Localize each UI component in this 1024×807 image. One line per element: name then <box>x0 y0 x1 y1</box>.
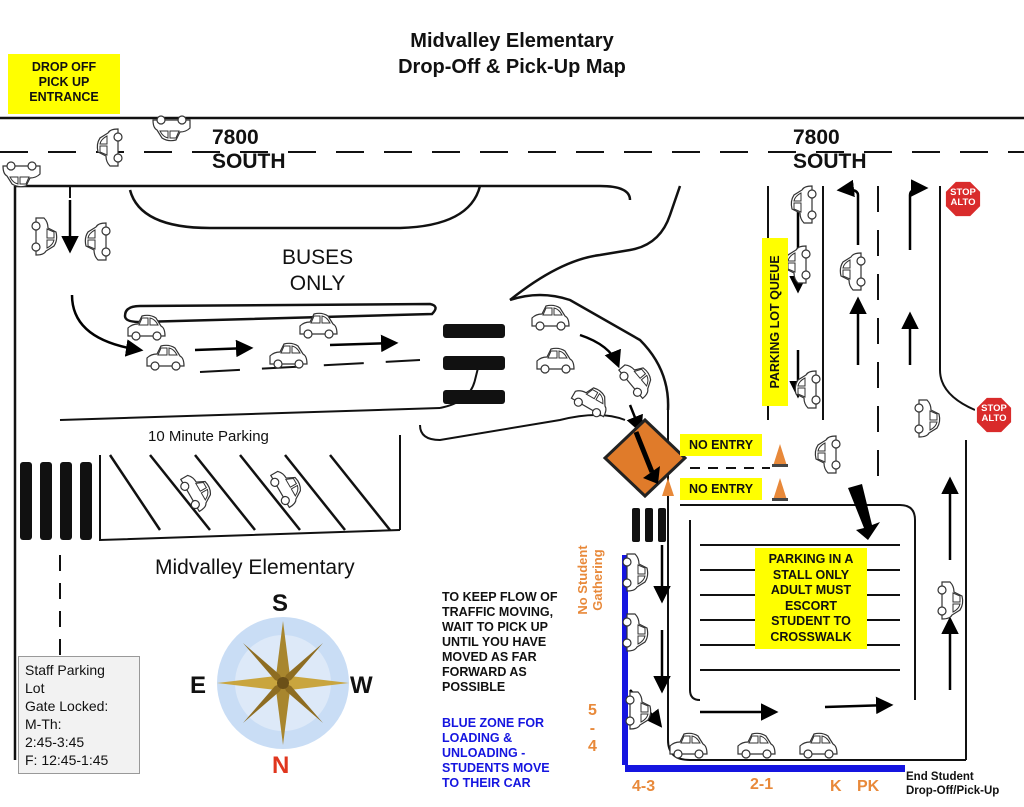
grade-zone-2-1: 2-1 <box>750 776 774 793</box>
staff-parking-box: Staff Parking Lot Gate Locked: M-Th: 2:4… <box>18 656 140 774</box>
parking-lot-queue-text: PARKING LOT QUEUE <box>768 255 782 389</box>
compass-rose-icon <box>217 617 349 749</box>
street-number: 7800 <box>212 126 259 149</box>
no-entry-label-2: NO ENTRY <box>680 478 762 500</box>
flow-note-line: MOVED AS FAR <box>442 650 537 664</box>
buses-line: ONLY <box>289 272 346 295</box>
buses-only-label: BUSES ONLY <box>282 245 353 297</box>
stall-note-line: ADULT MUST <box>770 583 852 597</box>
end-note-line: Drop-Off/Pick-Up <box>906 785 1000 797</box>
blue-zone-line: TO THEIR CAR <box>442 776 531 790</box>
stop-sign-icon: STOP ALTO <box>975 396 1013 439</box>
flow-note-line: TO KEEP FLOW OF <box>442 590 558 604</box>
stall-note-line: STUDENT TO <box>771 614 851 628</box>
blue-zone-line: STUDENTS MOVE <box>442 761 550 775</box>
compass-w: W <box>350 672 373 699</box>
right-lanes <box>667 186 976 761</box>
entrance-line: DROP OFF <box>31 60 97 74</box>
end-note-line: End Student <box>906 771 974 783</box>
flow-note-line: TRAFFIC MOVING, <box>442 605 554 619</box>
main-road <box>0 116 1024 760</box>
title-line-1: Midvalley Elementary <box>410 30 614 52</box>
entrance-line: PICK UP <box>38 75 90 89</box>
staff-parking-line: M-Th: <box>25 716 62 732</box>
crosswalks <box>20 324 666 542</box>
stop-sign-text: ALTO <box>950 197 976 208</box>
ten-minute-parking-label: 10 Minute Parking <box>148 428 269 445</box>
parking-stalls-ten-minute <box>108 454 391 531</box>
stall-note-line: STALL ONLY <box>772 567 850 582</box>
traffic-cone-icon <box>662 444 788 501</box>
buses-line: BUSES <box>282 246 354 269</box>
blue-zone-line: LOADING & <box>442 731 513 745</box>
staff-parking-line: Lot <box>25 680 45 696</box>
stall-note-line: CROSSWALK <box>770 629 852 644</box>
flow-note-line: WAIT TO PICK UP <box>442 620 549 634</box>
compass-n: N <box>272 752 290 779</box>
grade-zone-char: 4 <box>588 738 597 755</box>
stall-note-line: ESCORT <box>784 598 838 613</box>
flow-note-line: FORWARD AS <box>442 665 527 679</box>
entrance-line: ENTRANCE <box>29 90 99 104</box>
street-suffix: SOUTH <box>793 150 867 173</box>
staff-parking-line: F: 12:45-1:45 <box>25 752 109 768</box>
grade-zone-pk: PK <box>857 778 880 795</box>
grade-zone-k: K <box>830 778 842 795</box>
no-entry-label-1: NO ENTRY <box>680 434 762 456</box>
blue-zone-line: BLUE ZONE FOR <box>442 716 545 730</box>
stop-sign-text: ALTO <box>981 413 1007 424</box>
stop-sign-text: STOP <box>950 187 976 198</box>
grade-zone-5-4: 5 - 4 <box>588 702 597 756</box>
street-name-right: 7800 SOUTH <box>793 126 867 174</box>
grade-zone-4-3: 4-3 <box>632 778 656 795</box>
end-note: End Student Drop-Off/Pick-Up <box>906 770 999 798</box>
entrance-label: DROP OFF PICK UP ENTRANCE <box>8 54 120 114</box>
street-suffix: SOUTH <box>212 150 286 173</box>
staff-parking-line: 2:45-3:45 <box>25 734 85 750</box>
stall-note: PARKING IN A STALL ONLY ADULT MUST ESCOR… <box>755 548 867 649</box>
detour-sign-icon <box>602 417 688 499</box>
blue-zone-line: UNLOADING - <box>442 746 526 760</box>
staff-parking-line: Staff Parking <box>25 662 105 678</box>
blue-loading-zone <box>622 555 905 772</box>
flow-note: TO KEEP FLOW OF TRAFFIC MOVING, WAIT TO … <box>442 590 558 695</box>
stop-sign-icon: STOP ALTO <box>944 180 982 223</box>
blue-zone-note: BLUE ZONE FOR LOADING & UNLOADING - STUD… <box>442 716 550 791</box>
bus-island <box>123 185 682 411</box>
map-title: Midvalley Elementary Drop-Off & Pick-Up … <box>0 28 1024 80</box>
no-gathering-line: No Student <box>575 545 590 615</box>
grade-zone-char: 5 <box>588 702 597 719</box>
stop-sign-text: STOP <box>981 403 1007 414</box>
flow-note-line: POSSIBLE <box>442 680 506 694</box>
school-label: Midvalley Elementary <box>155 556 355 579</box>
big-arrow <box>848 484 880 540</box>
street-number: 7800 <box>793 126 840 149</box>
compass-s: S <box>272 590 289 617</box>
no-gathering-line: Gathering <box>590 549 605 611</box>
grade-zone-char: - <box>589 720 596 737</box>
flow-note-line: UNTIL YOU HAVE <box>442 635 547 649</box>
title-line-2: Drop-Off & Pick-Up Map <box>398 56 626 78</box>
street-name-left: 7800 SOUTH <box>212 126 286 174</box>
staff-parking-line: Gate Locked: <box>25 698 109 714</box>
stall-note-line: PARKING IN A <box>768 552 854 566</box>
no-gathering-label: No Student Gathering <box>570 540 610 620</box>
parking-lot-queue-label: PARKING LOT QUEUE <box>762 238 788 406</box>
compass-e: E <box>190 672 207 699</box>
